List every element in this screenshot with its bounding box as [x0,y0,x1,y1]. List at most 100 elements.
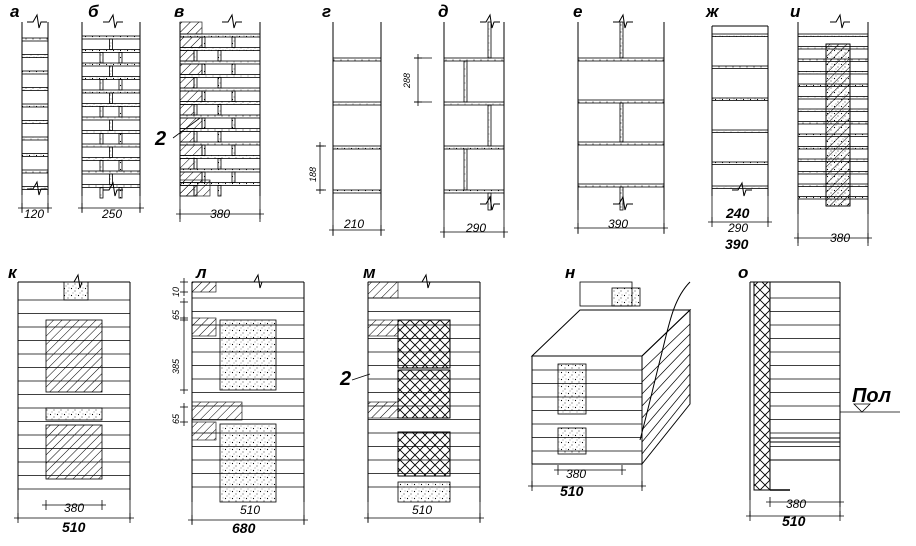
mortar-joint [81,49,141,53]
side-face [641,308,691,466]
break-line [732,181,752,197]
dim-d-side: 288 [402,73,412,89]
mortar-joint [193,131,198,143]
mortar-joint [201,36,206,48]
mortar-joint [118,133,123,145]
break-line [103,13,123,29]
mortar-joint [231,144,236,156]
break-line [103,181,123,197]
hatched-stone [179,21,203,35]
mortar-joint [99,187,104,199]
mortar-joint [118,79,123,91]
break-line [68,273,88,289]
mortar-joint [332,57,382,62]
label-g: г [322,2,331,21]
mortar-joint [179,101,261,105]
mortar-joint [463,148,468,191]
mortar-joint [463,60,468,103]
brick-joint [641,323,691,371]
hatched-stone [179,179,211,197]
mortar-core [63,281,89,301]
hatched-block [191,401,243,421]
mortar-joint [118,52,123,64]
dim-o-380: 380 [786,497,806,511]
mortar-joint [487,21,492,59]
mortar-joint [797,33,869,37]
hatched-block [191,421,217,441]
break-line [27,13,47,29]
mortar-joint [81,89,141,94]
brick-joint [641,373,691,431]
hatched-stone [179,90,203,102]
floor-level-mark [853,403,871,413]
callout-m: 2 [339,368,351,390]
mortar-joint [711,65,769,69]
mortar-joint [711,161,769,165]
mortar-joint [99,160,104,172]
dim-zh-240: 240 [725,205,750,221]
dim-l-510: 510 [240,503,260,517]
mortar-joint [231,63,236,75]
hatched-stone [179,104,195,116]
concrete-core [219,423,277,503]
mortar-joint [179,60,261,65]
dim-zh-390: 390 [725,236,749,252]
label-o: о [738,263,748,282]
break-line [222,13,242,29]
mortar-joint [99,133,104,145]
mortar-joint [577,183,665,188]
break-line [830,13,850,29]
label-n: н [565,263,575,282]
mortar-joint [109,38,113,50]
brick-joint [641,383,691,443]
mortar-joint [179,74,261,78]
dim-l-side-10: 10 [171,287,181,297]
brick-joint [641,353,691,407]
brick-joint [641,363,691,419]
mortar-joint [179,87,261,92]
mortar-joint [193,50,198,62]
dim-k-510: 510 [62,519,86,535]
dim-k-380: 380 [64,501,84,515]
mortar-joint [21,120,49,124]
dim-o-510: 510 [782,513,806,529]
dim-zh-290: 290 [727,221,748,235]
hatched-stone [179,63,203,75]
hatched-block [191,317,217,337]
dim-n-380: 380 [566,467,586,481]
mortar-joint [21,103,49,108]
mortar-joint [332,145,382,150]
hatched-stone [179,131,195,143]
mortar-core [397,481,451,503]
mortar-joint [179,114,261,119]
break-curve [639,281,691,441]
label-a: а [10,2,19,21]
mortar-joint [179,141,261,146]
mortar-joint [487,104,492,147]
mortar-joint [81,35,141,40]
mortar-joint [81,103,141,107]
mortar-joint [99,106,104,118]
label-l: л [195,263,207,282]
mortar-joint [81,170,141,175]
break-line [613,195,633,211]
label-d: д [438,2,449,21]
mortar-joint [81,130,141,134]
floor-label: Пол [852,385,892,407]
hatched-block [191,281,217,293]
mortar-joint [21,54,49,58]
mortar-joint [443,189,505,194]
mortar-joint [201,90,206,102]
hatched-stone [179,36,203,48]
mortar-joint [109,173,113,185]
mortar-joint [443,57,505,62]
dim-l-side-65b: 65 [171,413,181,424]
label-b: б [88,2,99,21]
concrete-core [611,287,641,307]
label-i: и [790,2,801,21]
mortar-joint [443,145,505,150]
brick-joint [641,333,691,383]
mortar-core [45,407,103,421]
hatched-block [367,319,399,337]
